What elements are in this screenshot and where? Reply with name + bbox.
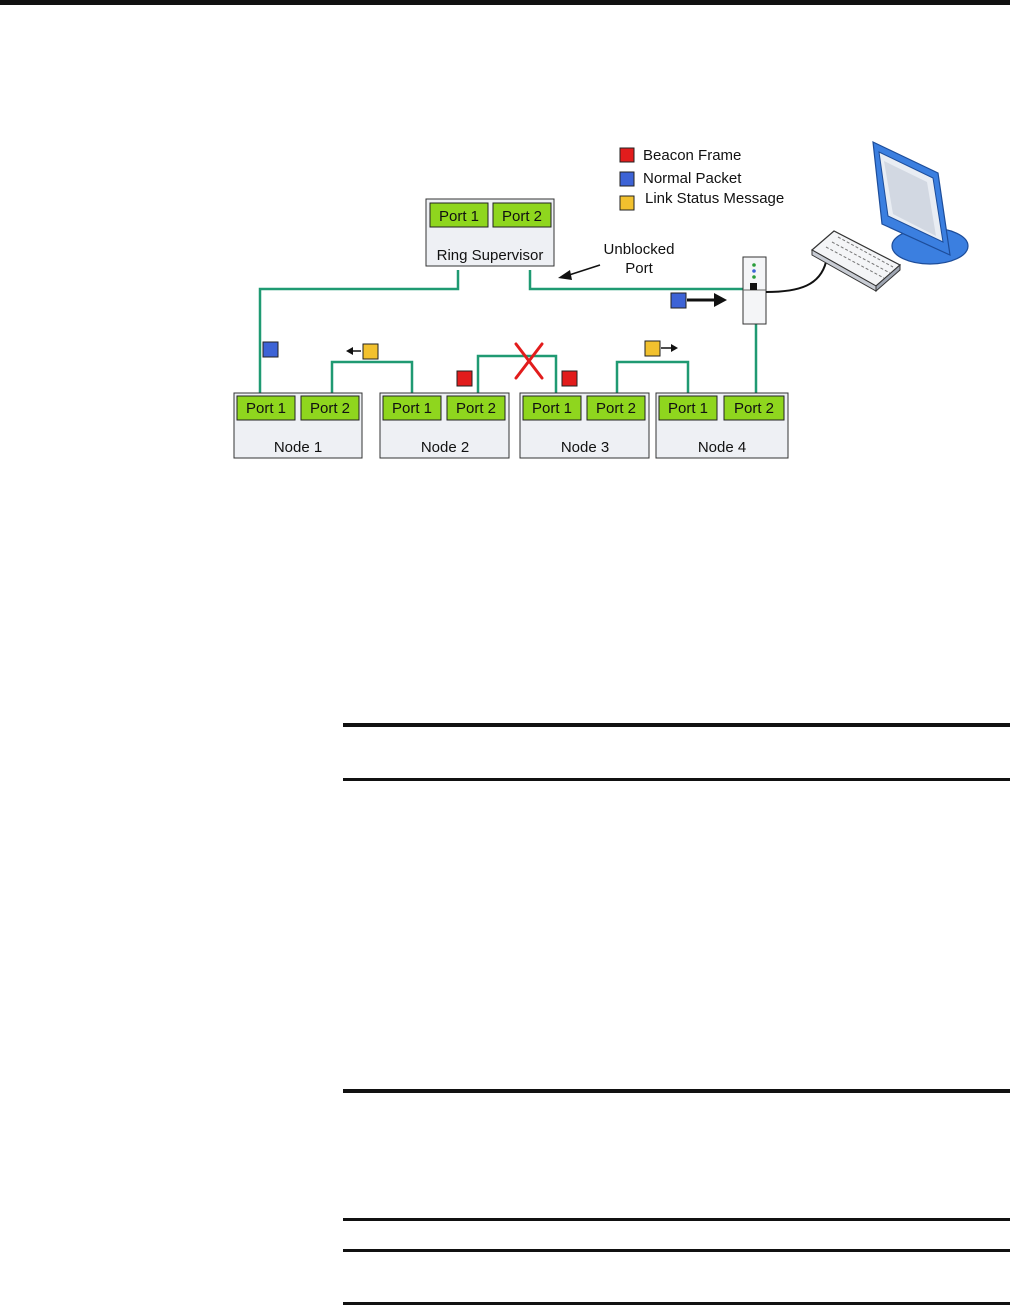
divider-5 xyxy=(343,1249,1010,1252)
node-1-port2-label: Port 2 xyxy=(310,400,350,417)
divider-1 xyxy=(343,723,1010,727)
node-4: Port 1 Port 2 Node 4 xyxy=(656,393,788,458)
normal-packet-switch xyxy=(671,293,686,308)
link-node3-to-node4 xyxy=(617,362,688,397)
node-3-port2-label: Port 2 xyxy=(596,400,636,417)
link-status-packet-left xyxy=(363,344,378,359)
annotation-line2: Port xyxy=(625,260,653,277)
node-1-port1-label: Port 1 xyxy=(246,400,286,417)
node-1: Port 1 Port 2 Node 1 xyxy=(234,393,362,458)
link-supervisor-to-node1 xyxy=(260,270,458,397)
supervisor-port1-label: Port 1 xyxy=(439,208,479,225)
divider-6 xyxy=(343,1302,1010,1305)
node-4-label: Node 4 xyxy=(698,439,746,456)
node-2-port1-label: Port 1 xyxy=(392,400,432,417)
divider-3 xyxy=(343,1089,1010,1093)
node-2: Port 1 Port 2 Node 2 xyxy=(380,393,509,458)
normal-packet-arrowhead xyxy=(714,293,727,307)
normal-packet-node1 xyxy=(263,342,278,357)
switch-device-icon xyxy=(743,257,766,324)
divider-4 xyxy=(343,1218,1010,1221)
beacon-frame-node2 xyxy=(457,371,472,386)
keyboard-cable xyxy=(766,262,826,292)
ring-supervisor: Port 1 Port 2 Ring Supervisor xyxy=(426,199,554,266)
link-status-arrowhead-left xyxy=(346,347,353,355)
legend-swatch-beacon xyxy=(620,148,634,162)
unblocked-port-annotation: Unblocked Port xyxy=(558,241,674,280)
legend-label-beacon: Beacon Frame xyxy=(643,147,741,164)
node-3-port1-label: Port 1 xyxy=(532,400,572,417)
supervisor-label: Ring Supervisor xyxy=(437,247,544,264)
node-3-label: Node 3 xyxy=(561,439,609,456)
node-2-label: Node 2 xyxy=(421,439,469,456)
legend-swatch-normal xyxy=(620,172,634,186)
node-2-port2-label: Port 2 xyxy=(456,400,496,417)
keyboard-icon xyxy=(812,231,900,291)
network-links xyxy=(260,270,756,397)
ring-network-diagram: Port 1 Port 2 Ring Supervisor Unblocked … xyxy=(0,0,1010,480)
computer-monitor-icon xyxy=(873,142,968,264)
broken-link-icon xyxy=(516,344,542,378)
link-status-arrowhead-right xyxy=(671,344,678,352)
link-node1-to-node2 xyxy=(332,362,412,397)
node-4-port2-label: Port 2 xyxy=(734,400,774,417)
legend-label-normal: Normal Packet xyxy=(643,170,742,187)
beacon-frame-node3 xyxy=(562,371,577,386)
node-4-port1-label: Port 1 xyxy=(668,400,708,417)
annotation-line1: Unblocked xyxy=(604,241,675,258)
link-status-packet-right xyxy=(645,341,660,356)
node-1-label: Node 1 xyxy=(274,439,322,456)
legend: Beacon Frame Normal Packet Link Status M… xyxy=(620,147,784,210)
annotation-arrowhead xyxy=(558,270,572,280)
divider-2 xyxy=(343,778,1010,781)
legend-swatch-link-status xyxy=(620,196,634,210)
annotation-arrow xyxy=(566,265,600,276)
legend-label-link-status: Link Status Message xyxy=(645,190,784,207)
supervisor-port2-label: Port 2 xyxy=(502,208,542,225)
node-3: Port 1 Port 2 Node 3 xyxy=(520,393,649,458)
